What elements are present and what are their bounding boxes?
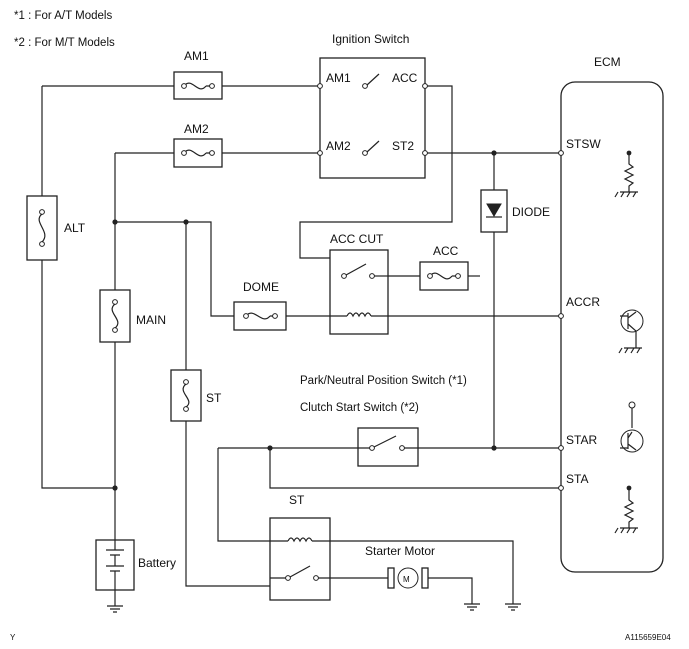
- st-relay: ST: [269, 493, 331, 601]
- ecm-stsw-label: STSW: [566, 137, 601, 151]
- am2-fuse: AM2: [173, 122, 223, 168]
- start-switch: [357, 427, 419, 467]
- ecm-title: ECM: [594, 55, 621, 69]
- motor-symbol: M: [403, 575, 410, 584]
- note-at-models: *1 : For A/T Models: [14, 10, 112, 22]
- am2-label: AM2: [184, 122, 209, 136]
- acc-cut-label: ACC CUT: [330, 232, 384, 246]
- ground-symbols: [107, 603, 521, 613]
- st-relay-label: ST: [289, 493, 305, 507]
- acc-fuse-label: ACC: [433, 244, 459, 258]
- footer-left-mark: Y: [10, 633, 16, 642]
- diode-label: DIODE: [512, 205, 550, 219]
- clutch-switch-label: Clutch Start Switch (*2): [300, 402, 419, 414]
- ig-am1-label: AM1: [326, 71, 351, 85]
- ecm-accr-label: ACCR: [566, 295, 600, 309]
- ecm-star-label: STAR: [566, 433, 597, 447]
- alt-fuse: ALT: [26, 195, 86, 261]
- ig-acc-label: ACC: [392, 71, 418, 85]
- figure-code: A115659E04: [625, 633, 671, 642]
- ignition-switch-label: Ignition Switch: [332, 32, 409, 46]
- am1-fuse: AM1: [173, 49, 223, 100]
- ig-am2-label: AM2: [326, 139, 351, 153]
- ig-st2-label: ST2: [392, 139, 414, 153]
- dome-fuse: DOME: [233, 280, 287, 331]
- battery: Battery: [95, 539, 176, 591]
- acc-fuse: ACC: [419, 244, 469, 291]
- acc-cut-relay: ACC CUT: [329, 232, 389, 335]
- ecm-block: ECM STSW ACCR STAR STA: [558, 55, 664, 573]
- st-fuse-label: ST: [206, 391, 222, 405]
- note-mt-models: *2 : For M/T Models: [14, 37, 115, 49]
- main-fuse: MAIN: [99, 289, 166, 343]
- dome-label: DOME: [243, 280, 279, 294]
- starter-motor: Starter Motor M: [365, 544, 435, 589]
- main-label: MAIN: [136, 313, 166, 327]
- am1-label: AM1: [184, 49, 209, 63]
- battery-label: Battery: [138, 556, 176, 570]
- ignition-switch: Ignition Switch AM1 ACC AM2 ST2: [317, 32, 428, 179]
- diode: DIODE: [480, 189, 550, 233]
- alt-label: ALT: [64, 221, 86, 235]
- ecm-sta-label: STA: [566, 472, 588, 486]
- junction-dots: [112, 150, 497, 491]
- starter-motor-label: Starter Motor: [365, 544, 435, 558]
- pnp-switch-label: Park/Neutral Position Switch (*1): [300, 375, 467, 387]
- st-fuse: ST: [170, 369, 222, 422]
